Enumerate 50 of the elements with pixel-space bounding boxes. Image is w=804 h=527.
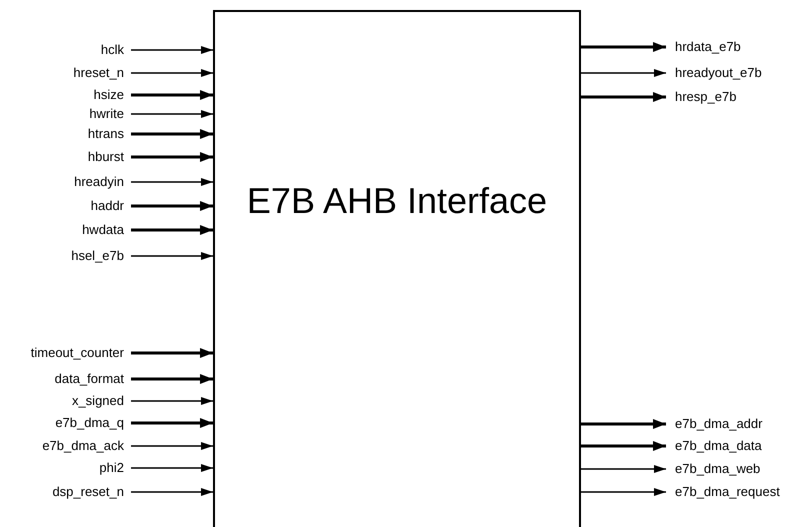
signal-arrow xyxy=(581,465,666,473)
signal-label: hreadyin xyxy=(74,174,124,189)
signal-arrow xyxy=(131,110,213,118)
signal-label: data_format xyxy=(54,371,124,386)
signal-label: dsp_reset_n xyxy=(52,484,124,499)
signal-arrow xyxy=(581,42,666,52)
signal-arrow xyxy=(131,442,213,450)
signal-arrow xyxy=(131,69,213,77)
signal-label: e7b_dma_web xyxy=(675,461,760,476)
signal-label: hclk xyxy=(100,42,124,57)
signal-arrow xyxy=(581,488,666,496)
signal-arrow xyxy=(131,374,213,384)
signal-label: hburst xyxy=(88,149,124,164)
signal-arrow xyxy=(131,488,213,496)
signal-label: hrdata_e7b xyxy=(675,39,741,54)
signal-arrow xyxy=(131,178,213,186)
signal-arrow xyxy=(581,441,666,451)
signal-arrow xyxy=(131,252,213,260)
signal-label: e7b_dma_addr xyxy=(675,416,762,431)
signal-arrow xyxy=(131,46,213,54)
signal-label: hsize xyxy=(94,87,124,102)
signal-label: hsel_e7b xyxy=(71,248,124,263)
signal-arrow xyxy=(131,225,213,235)
signal-arrow xyxy=(581,92,666,102)
signal-label: haddr xyxy=(90,198,124,213)
signal-label: htrans xyxy=(88,126,124,141)
signal-arrow xyxy=(131,418,213,428)
signal-label: e7b_dma_data xyxy=(675,438,762,453)
signal-arrow xyxy=(131,152,213,162)
module-block xyxy=(213,10,581,527)
signal-label: hresp_e7b xyxy=(675,89,736,104)
signal-label: x_signed xyxy=(72,393,124,408)
signal-label: phi2 xyxy=(99,460,124,475)
signal-label: e7b_dma_ack xyxy=(42,438,124,453)
signal-arrow xyxy=(131,397,213,405)
signal-arrow xyxy=(131,201,213,211)
signal-arrow xyxy=(131,348,213,358)
signal-label: e7b_dma_q xyxy=(55,415,124,430)
signal-arrow xyxy=(131,129,213,139)
signal-label: hreset_n xyxy=(73,65,124,80)
signal-arrow xyxy=(131,90,213,100)
signal-label: hreadyout_e7b xyxy=(675,65,762,80)
signal-label: e7b_dma_request xyxy=(675,484,780,499)
signal-label: hwrite xyxy=(89,106,124,121)
module-title: E7B AHB Interface xyxy=(246,180,548,222)
signal-label: timeout_counter xyxy=(30,345,124,360)
signal-arrow xyxy=(131,464,213,472)
signal-label: hwdata xyxy=(82,222,124,237)
signal-arrow xyxy=(581,419,666,429)
signal-arrow xyxy=(581,69,666,77)
